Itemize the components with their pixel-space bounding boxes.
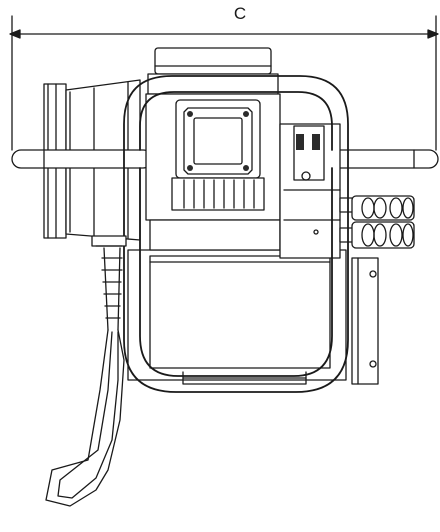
dimension-c: [9, 15, 439, 151]
roll-cage-frame: [123, 75, 349, 393]
right-side-box: [351, 257, 379, 385]
motor-body: [145, 93, 281, 251]
dimension-label-c: C: [233, 4, 247, 23]
hydraulic-couplings: [339, 195, 415, 249]
hose-and-gland: [45, 235, 127, 507]
base-housing: [127, 249, 347, 385]
control-block: [279, 123, 341, 259]
motor-top-cap: [147, 47, 279, 95]
